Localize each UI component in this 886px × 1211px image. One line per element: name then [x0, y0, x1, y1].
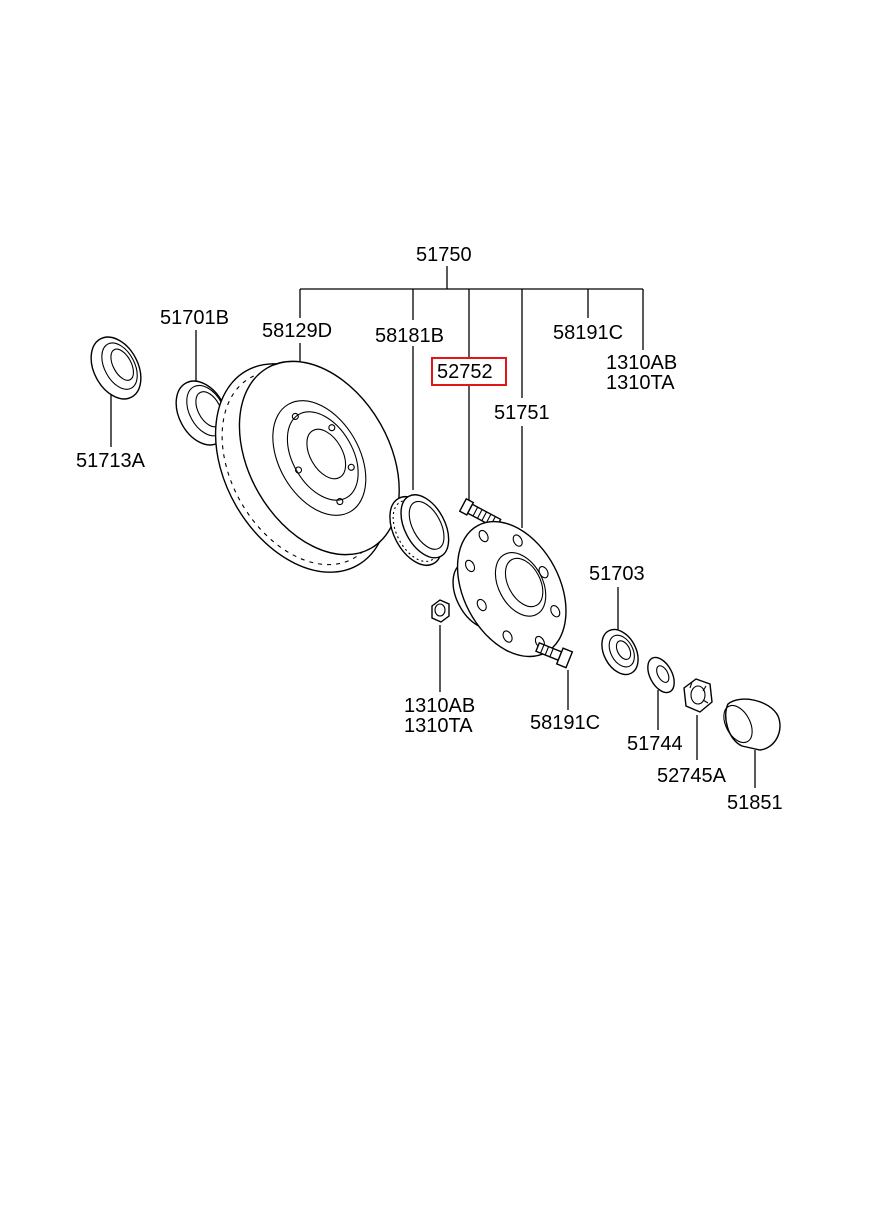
- label-bolt-lower[interactable]: 58191C: [530, 712, 601, 734]
- lock-nut-part: [683, 678, 713, 713]
- label-nut-upper-1[interactable]: 1310AB: [606, 352, 678, 374]
- label-bearing-inner[interactable]: 51703: [589, 563, 645, 585]
- bolt-lower-part: [535, 641, 574, 669]
- label-nut-lower-1[interactable]: 1310AB: [404, 695, 476, 717]
- label-seal-outer[interactable]: 51713A: [76, 450, 145, 472]
- bearing-inner-part: [601, 628, 639, 676]
- hub-part: [452, 520, 567, 658]
- label-lock-nut[interactable]: 52745A: [657, 765, 726, 787]
- label-tone-ring[interactable]: 58181B: [375, 325, 444, 347]
- label-nut-upper-2[interactable]: 1310TA: [606, 372, 675, 394]
- label-assembly[interactable]: 51750: [416, 244, 472, 266]
- label-hub[interactable]: 51751: [494, 402, 550, 424]
- label-nut-lower-2[interactable]: 1310TA: [404, 715, 473, 737]
- label-washer[interactable]: 51744: [627, 733, 683, 755]
- tone-ring-part: [389, 494, 450, 566]
- assembly-bracket-lines: [299, 266, 644, 398]
- label-wheel-stud[interactable]: 52752: [437, 361, 493, 383]
- seal-outer-part: [90, 336, 142, 400]
- leader-lines: [110, 330, 756, 788]
- highlight-box: [431, 357, 507, 386]
- label-brake-disc[interactable]: 58129D: [262, 320, 333, 342]
- hub-cap-part: [723, 698, 781, 751]
- label-hub-cap[interactable]: 51851: [727, 792, 783, 814]
- label-bearing-outer[interactable]: 51701B: [160, 307, 229, 329]
- nut-lower-part: [431, 599, 450, 623]
- label-bolt-upper[interactable]: 58191C: [553, 322, 624, 344]
- washer-part: [647, 656, 675, 694]
- brake-disc-part: [214, 360, 400, 573]
